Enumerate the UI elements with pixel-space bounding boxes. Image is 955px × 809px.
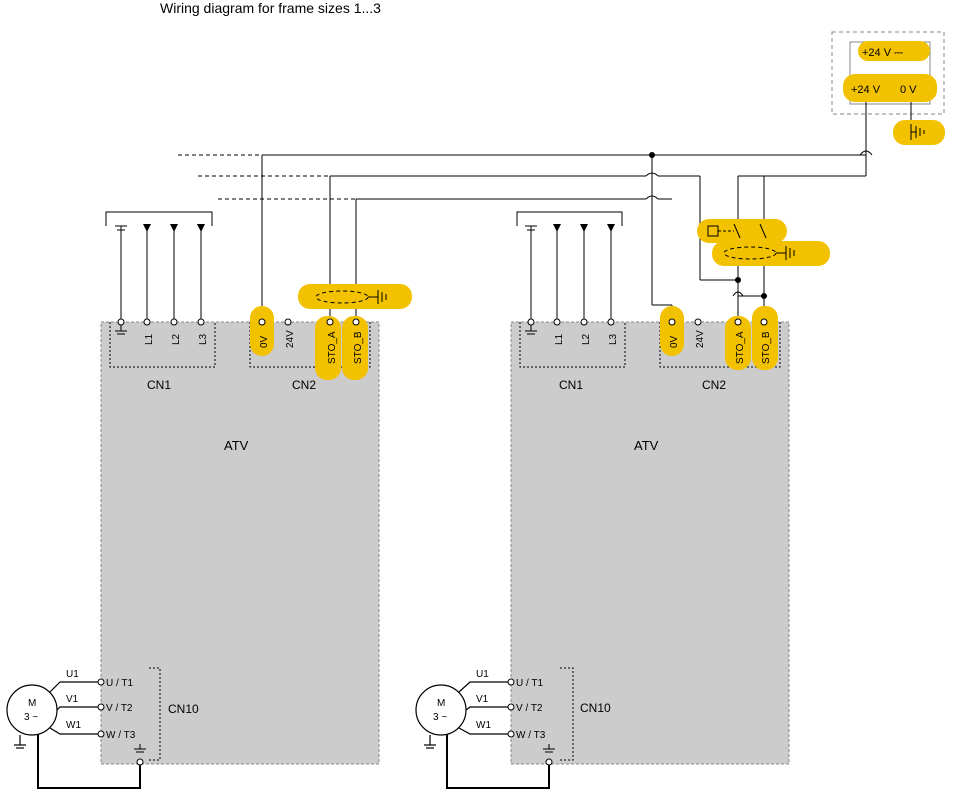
ground-icon — [368, 290, 387, 304]
output-label: V / T2 — [106, 703, 133, 714]
terminal-label: L3 — [198, 333, 209, 345]
highlight — [725, 316, 751, 370]
connector-label-cn2: CN2 — [702, 378, 726, 392]
terminal-label: STO_A — [735, 331, 746, 364]
junction-dot — [649, 152, 655, 158]
supply-label-plus: +24 V — [851, 84, 881, 96]
drive-right: L1 L2 L3 CN1 0V 24V STO_A STO_B CN2 ATV … — [415, 211, 790, 789]
ground-icon — [776, 246, 795, 260]
ground-icon — [910, 124, 925, 140]
junction-dot — [761, 293, 767, 299]
supply-label-dc: +24 V ⎓ — [862, 47, 903, 59]
terminal-label: STO_B — [353, 331, 364, 364]
terminal-label: 24V — [695, 330, 706, 348]
highlight — [843, 74, 937, 102]
motor-wire: W1 — [66, 720, 81, 731]
terminal-label: 24V — [285, 330, 296, 348]
connector-label-cn10: CN10 — [580, 701, 611, 715]
highlight — [712, 241, 830, 266]
terminal-label: L1 — [554, 333, 565, 345]
drive-body — [100, 321, 380, 765]
highlight — [697, 219, 787, 243]
motor-label: M — [28, 698, 36, 709]
highlight — [893, 120, 945, 145]
motor-label: M — [437, 698, 445, 709]
motor-wire: W1 — [476, 720, 491, 731]
terminal-label: L2 — [581, 333, 592, 345]
terminal-label: L3 — [608, 333, 619, 345]
output-label: W / T3 — [106, 730, 136, 741]
motor-wire: U1 — [476, 669, 489, 680]
motor-wire: V1 — [476, 694, 489, 705]
terminal-label: STO_A — [327, 331, 338, 364]
highlight — [342, 316, 368, 380]
drive-left: L1 L2 L3 CN1 0V 24V STO_A STO_B CN2 ATV … — [6, 211, 380, 789]
terminal-label: L1 — [144, 333, 155, 345]
terminal-label: L2 — [171, 333, 182, 345]
highlight — [250, 306, 274, 356]
highlight — [660, 306, 684, 356]
highlight — [858, 41, 930, 61]
highlight — [315, 316, 341, 380]
supply-dashed-frame — [831, 31, 945, 115]
output-label: W / T3 — [516, 730, 546, 741]
highlight — [298, 284, 412, 309]
drive-body — [510, 321, 790, 765]
diagram-title: Wiring diagram for frame sizes 1...3 — [160, 0, 381, 16]
output-label: V / T2 — [516, 703, 543, 714]
drive-label: ATV — [634, 438, 659, 453]
connector-label-cn1: CN1 — [559, 378, 583, 392]
motor-phase: 3 ~ — [433, 712, 447, 723]
motor-icon — [415, 684, 467, 736]
terminal-label: 0V — [669, 335, 680, 348]
terminal-label: STO_B — [761, 331, 772, 364]
power-supply: +24 V ⎓ +24 V 0 V — [831, 31, 945, 150]
motor-phase: 3 ~ — [24, 712, 38, 723]
motor-wire: V1 — [66, 694, 79, 705]
junction-dot — [735, 277, 741, 283]
connector-label-cn2: CN2 — [292, 378, 316, 392]
drive-label: ATV — [224, 438, 249, 453]
emergency-stop-icon — [707, 223, 767, 239]
supply-label-zero: 0 V — [900, 84, 917, 96]
motor-wire: U1 — [66, 669, 79, 680]
connector-label-cn10: CN10 — [168, 702, 199, 716]
highlight — [752, 306, 778, 370]
terminal-label: 0V — [259, 335, 270, 348]
output-label: U / T1 — [106, 678, 133, 689]
motor-icon — [6, 684, 58, 736]
connector-label-cn1: CN1 — [147, 378, 171, 392]
output-label: U / T1 — [516, 678, 543, 689]
